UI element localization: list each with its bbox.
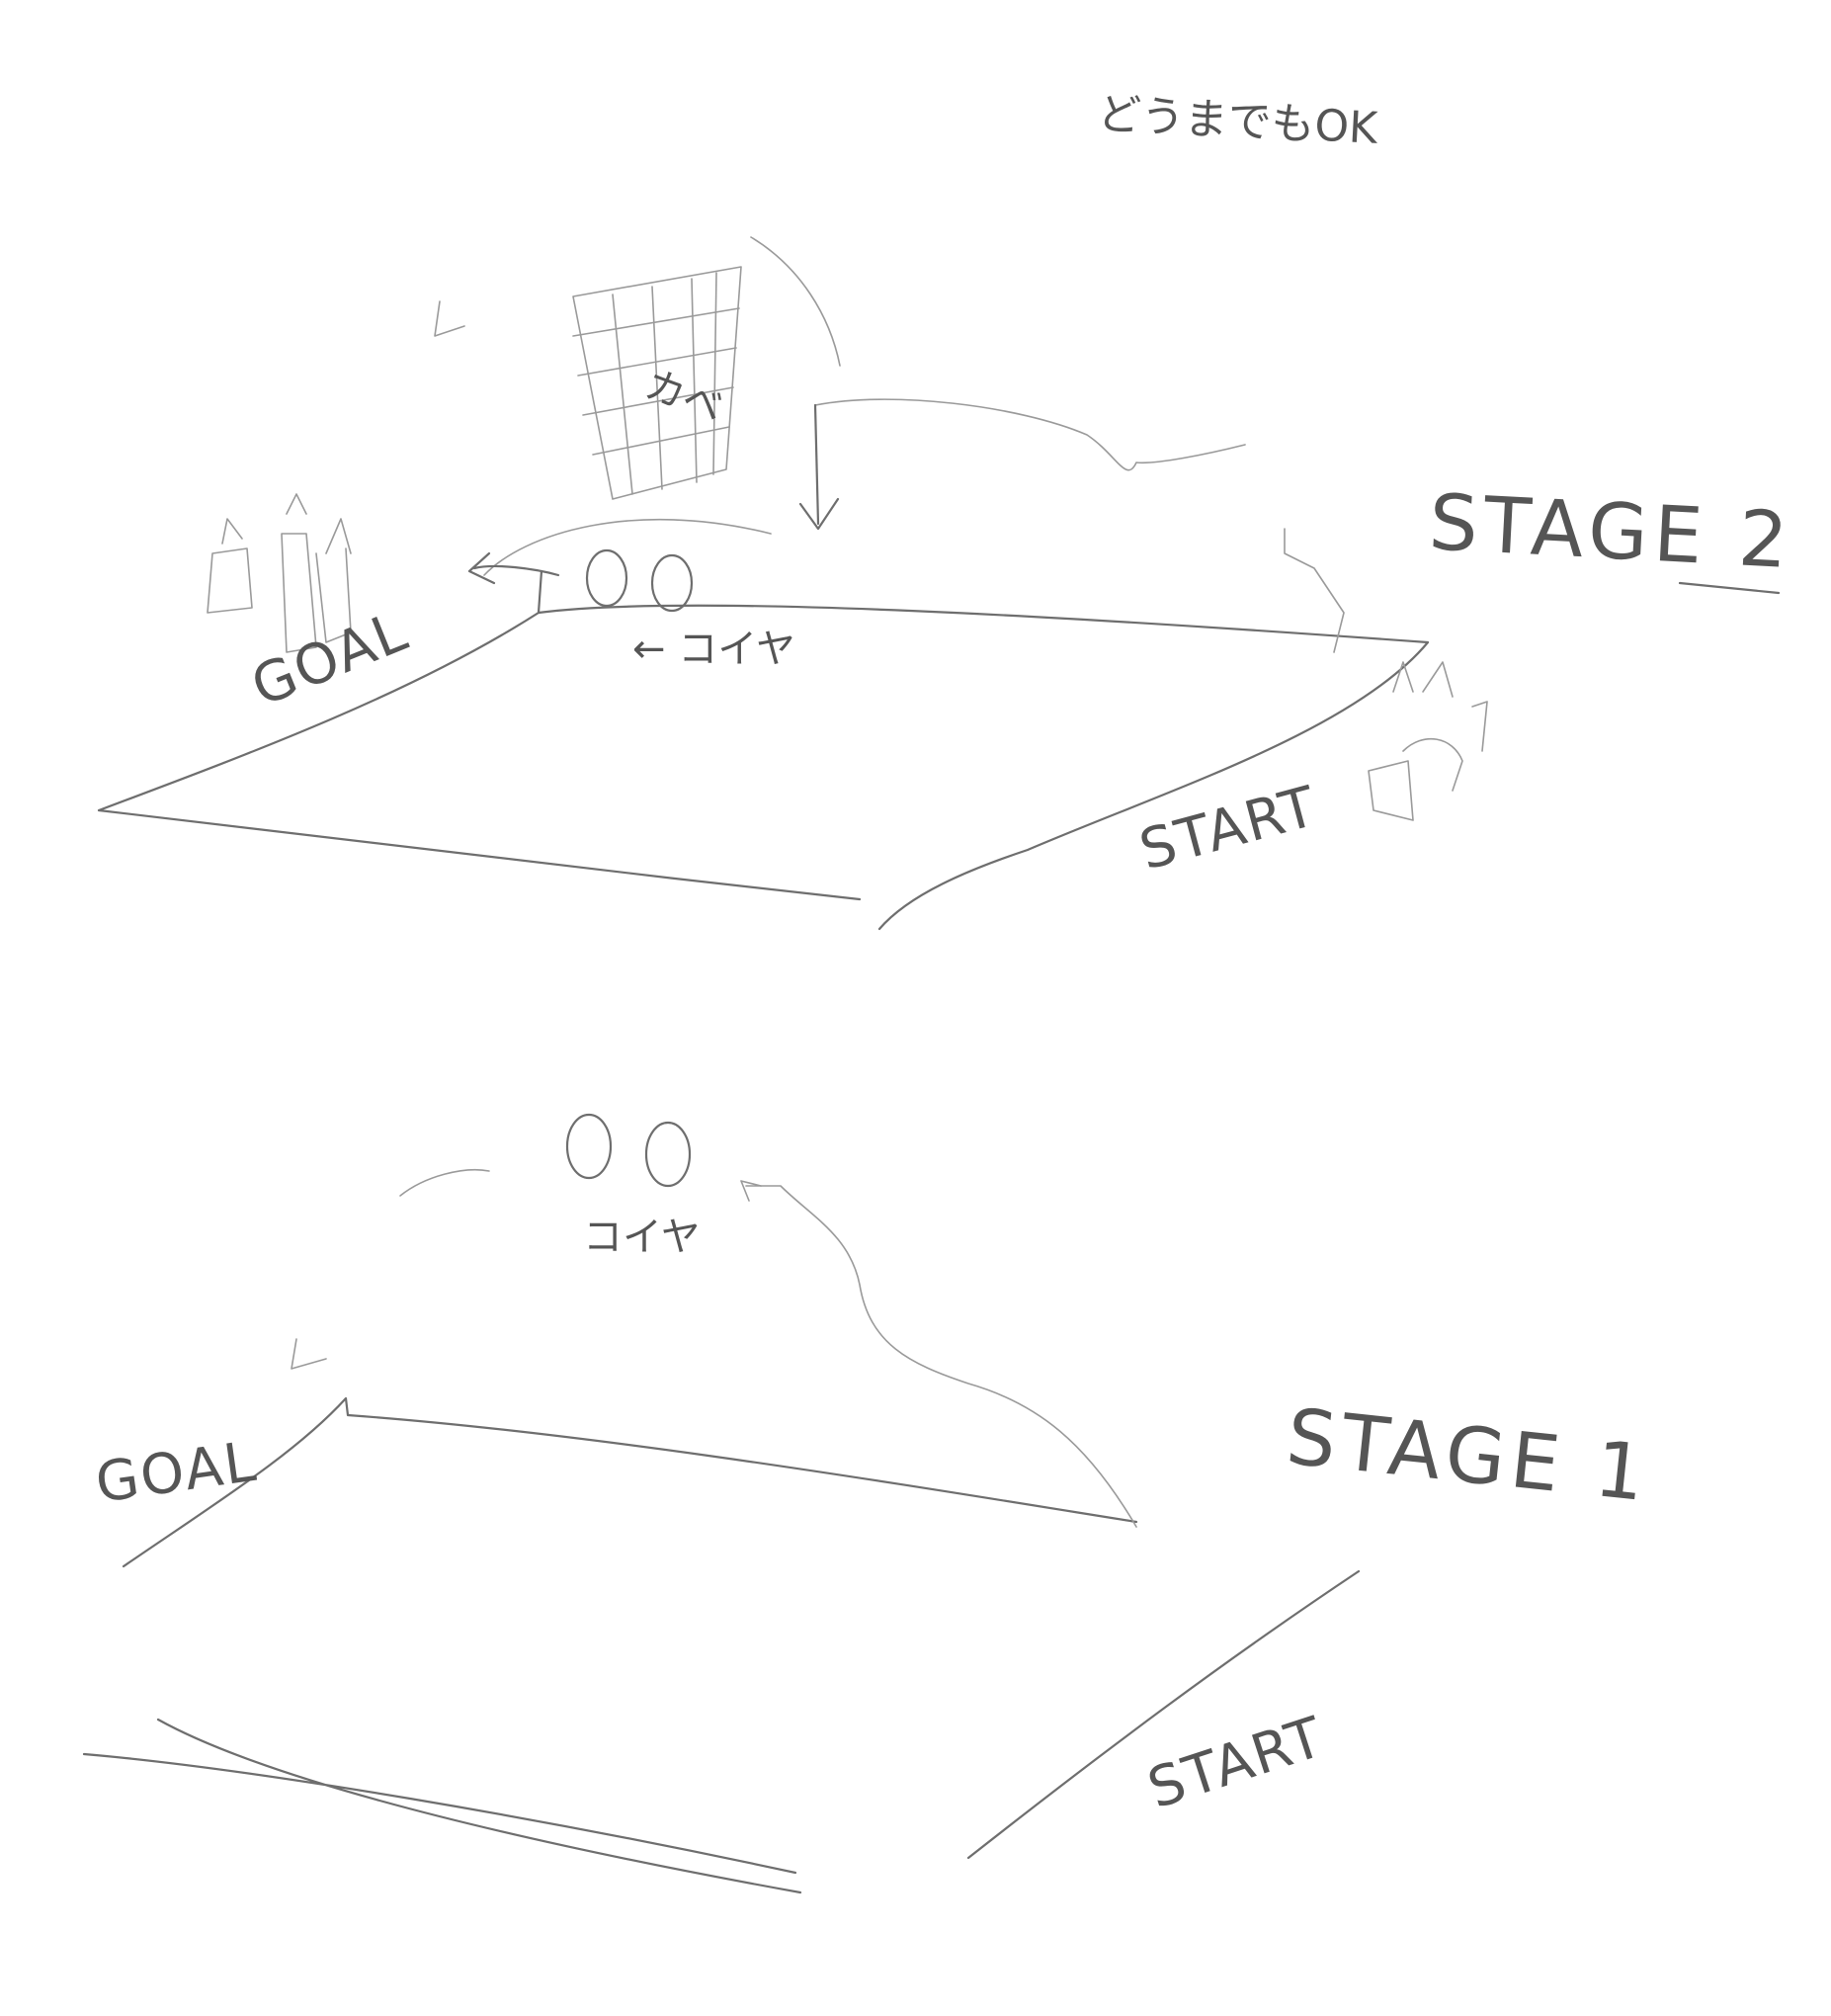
stage1-marker-label: コイヤ (583, 1215, 701, 1260)
stage1-platform (82, 1396, 1361, 1894)
stage1-eye-right (644, 1121, 692, 1188)
stage2-sketch: カベ ← コイヤ GOAL START STAGE 2 (97, 236, 1795, 931)
stage2-title-underline (1678, 581, 1781, 595)
stage2-right-hook (1284, 528, 1345, 653)
stage2-castle-icon (207, 493, 352, 653)
stage2-left-hook (434, 300, 465, 337)
stage2-goal-label: GOAL (243, 599, 417, 719)
stage2-wall-arc (750, 236, 841, 367)
stage2-start-castle-icon (1368, 661, 1488, 821)
stage1-sketch: コイヤ GOAL START STAGE 1 (82, 1113, 1655, 1894)
stage2-drop-arrow (798, 403, 840, 531)
stage1-start-label: START (1140, 1705, 1332, 1821)
stage1-left-arc (399, 1168, 490, 1197)
stage1-left-hook (291, 1338, 327, 1370)
stage2-title: STAGE 2 (1427, 478, 1795, 586)
stage2-platform (97, 569, 1430, 931)
stage2-eye-left (585, 548, 628, 608)
stage2-path-arrow (467, 551, 560, 585)
stage2-hill (483, 398, 1246, 576)
stage1-eye-left (565, 1113, 613, 1180)
stage1-goal-label: GOAL (92, 1430, 261, 1516)
stage2-grid-wall: カベ (572, 266, 742, 500)
stage1-title: STAGE 1 (1283, 1392, 1655, 1519)
stage2-marker-label: ← コイヤ (632, 627, 795, 672)
stage1-arrow-head (740, 1180, 762, 1202)
stage1-hill (745, 1185, 1137, 1528)
stage2-start-label: START (1133, 774, 1324, 882)
note-text: どうまでもOK (1096, 89, 1379, 154)
stage2-eye-right (650, 553, 694, 613)
